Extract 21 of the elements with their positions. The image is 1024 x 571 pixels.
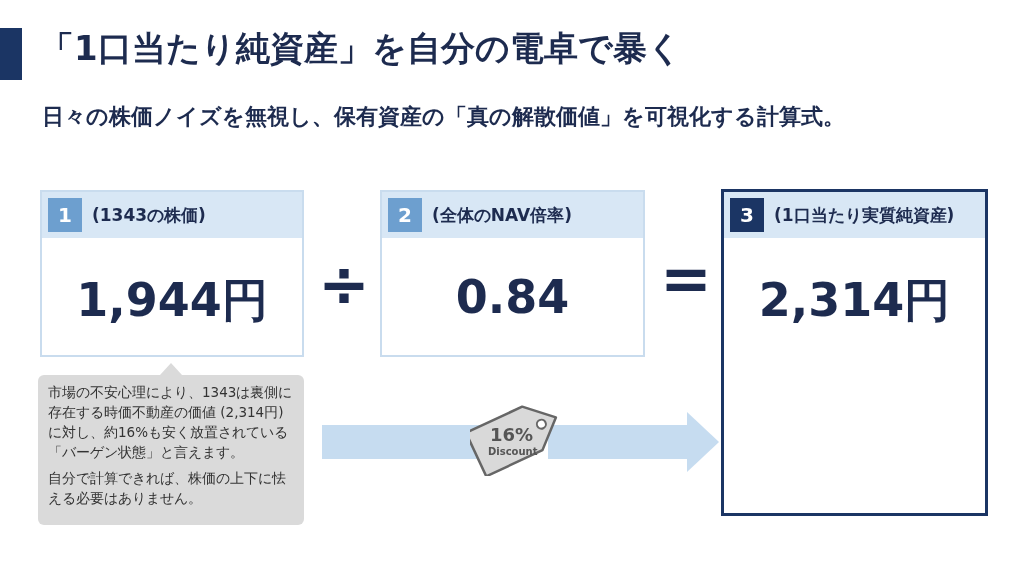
number-badge: 1	[48, 198, 82, 232]
value-box	[40, 190, 304, 357]
note-text: 自分で計算できれば、株価の上下に怯える必要はありません。	[48, 469, 287, 508]
box-heading: (全体のNAV倍率)	[432, 204, 572, 227]
title: 「1口当たり純資産」を自分の電卓で暴く	[40, 27, 682, 70]
tag-text: Discount	[488, 446, 538, 457]
number-badge: 3	[730, 198, 764, 232]
value-text: 0.84	[454, 270, 571, 324]
tag-percent: 16%	[490, 424, 534, 445]
number-badge: 2	[388, 198, 422, 232]
operator-sign: =	[660, 242, 712, 315]
operator-sign: ÷	[318, 248, 370, 321]
value-box	[380, 190, 645, 357]
subtitle: 日々の株価ノイズを無視し、保有資産の「真の解散価値」を可視化する計算式。	[42, 103, 845, 131]
arrow	[548, 412, 719, 472]
box-heading: (1343の株価)	[92, 204, 206, 227]
value-text: 1,944円	[75, 272, 269, 329]
box-heading: (1口当たり実質純資産)	[774, 204, 955, 227]
note-text: 市場の不安心理により、1343は裏側に存在する時価不動産の価値 (2,314円) に対し、約16%も安く放置されている「バーゲン状態」と言えます。	[48, 383, 294, 462]
value-text: 2,314円	[757, 272, 952, 329]
result-box	[721, 189, 988, 516]
